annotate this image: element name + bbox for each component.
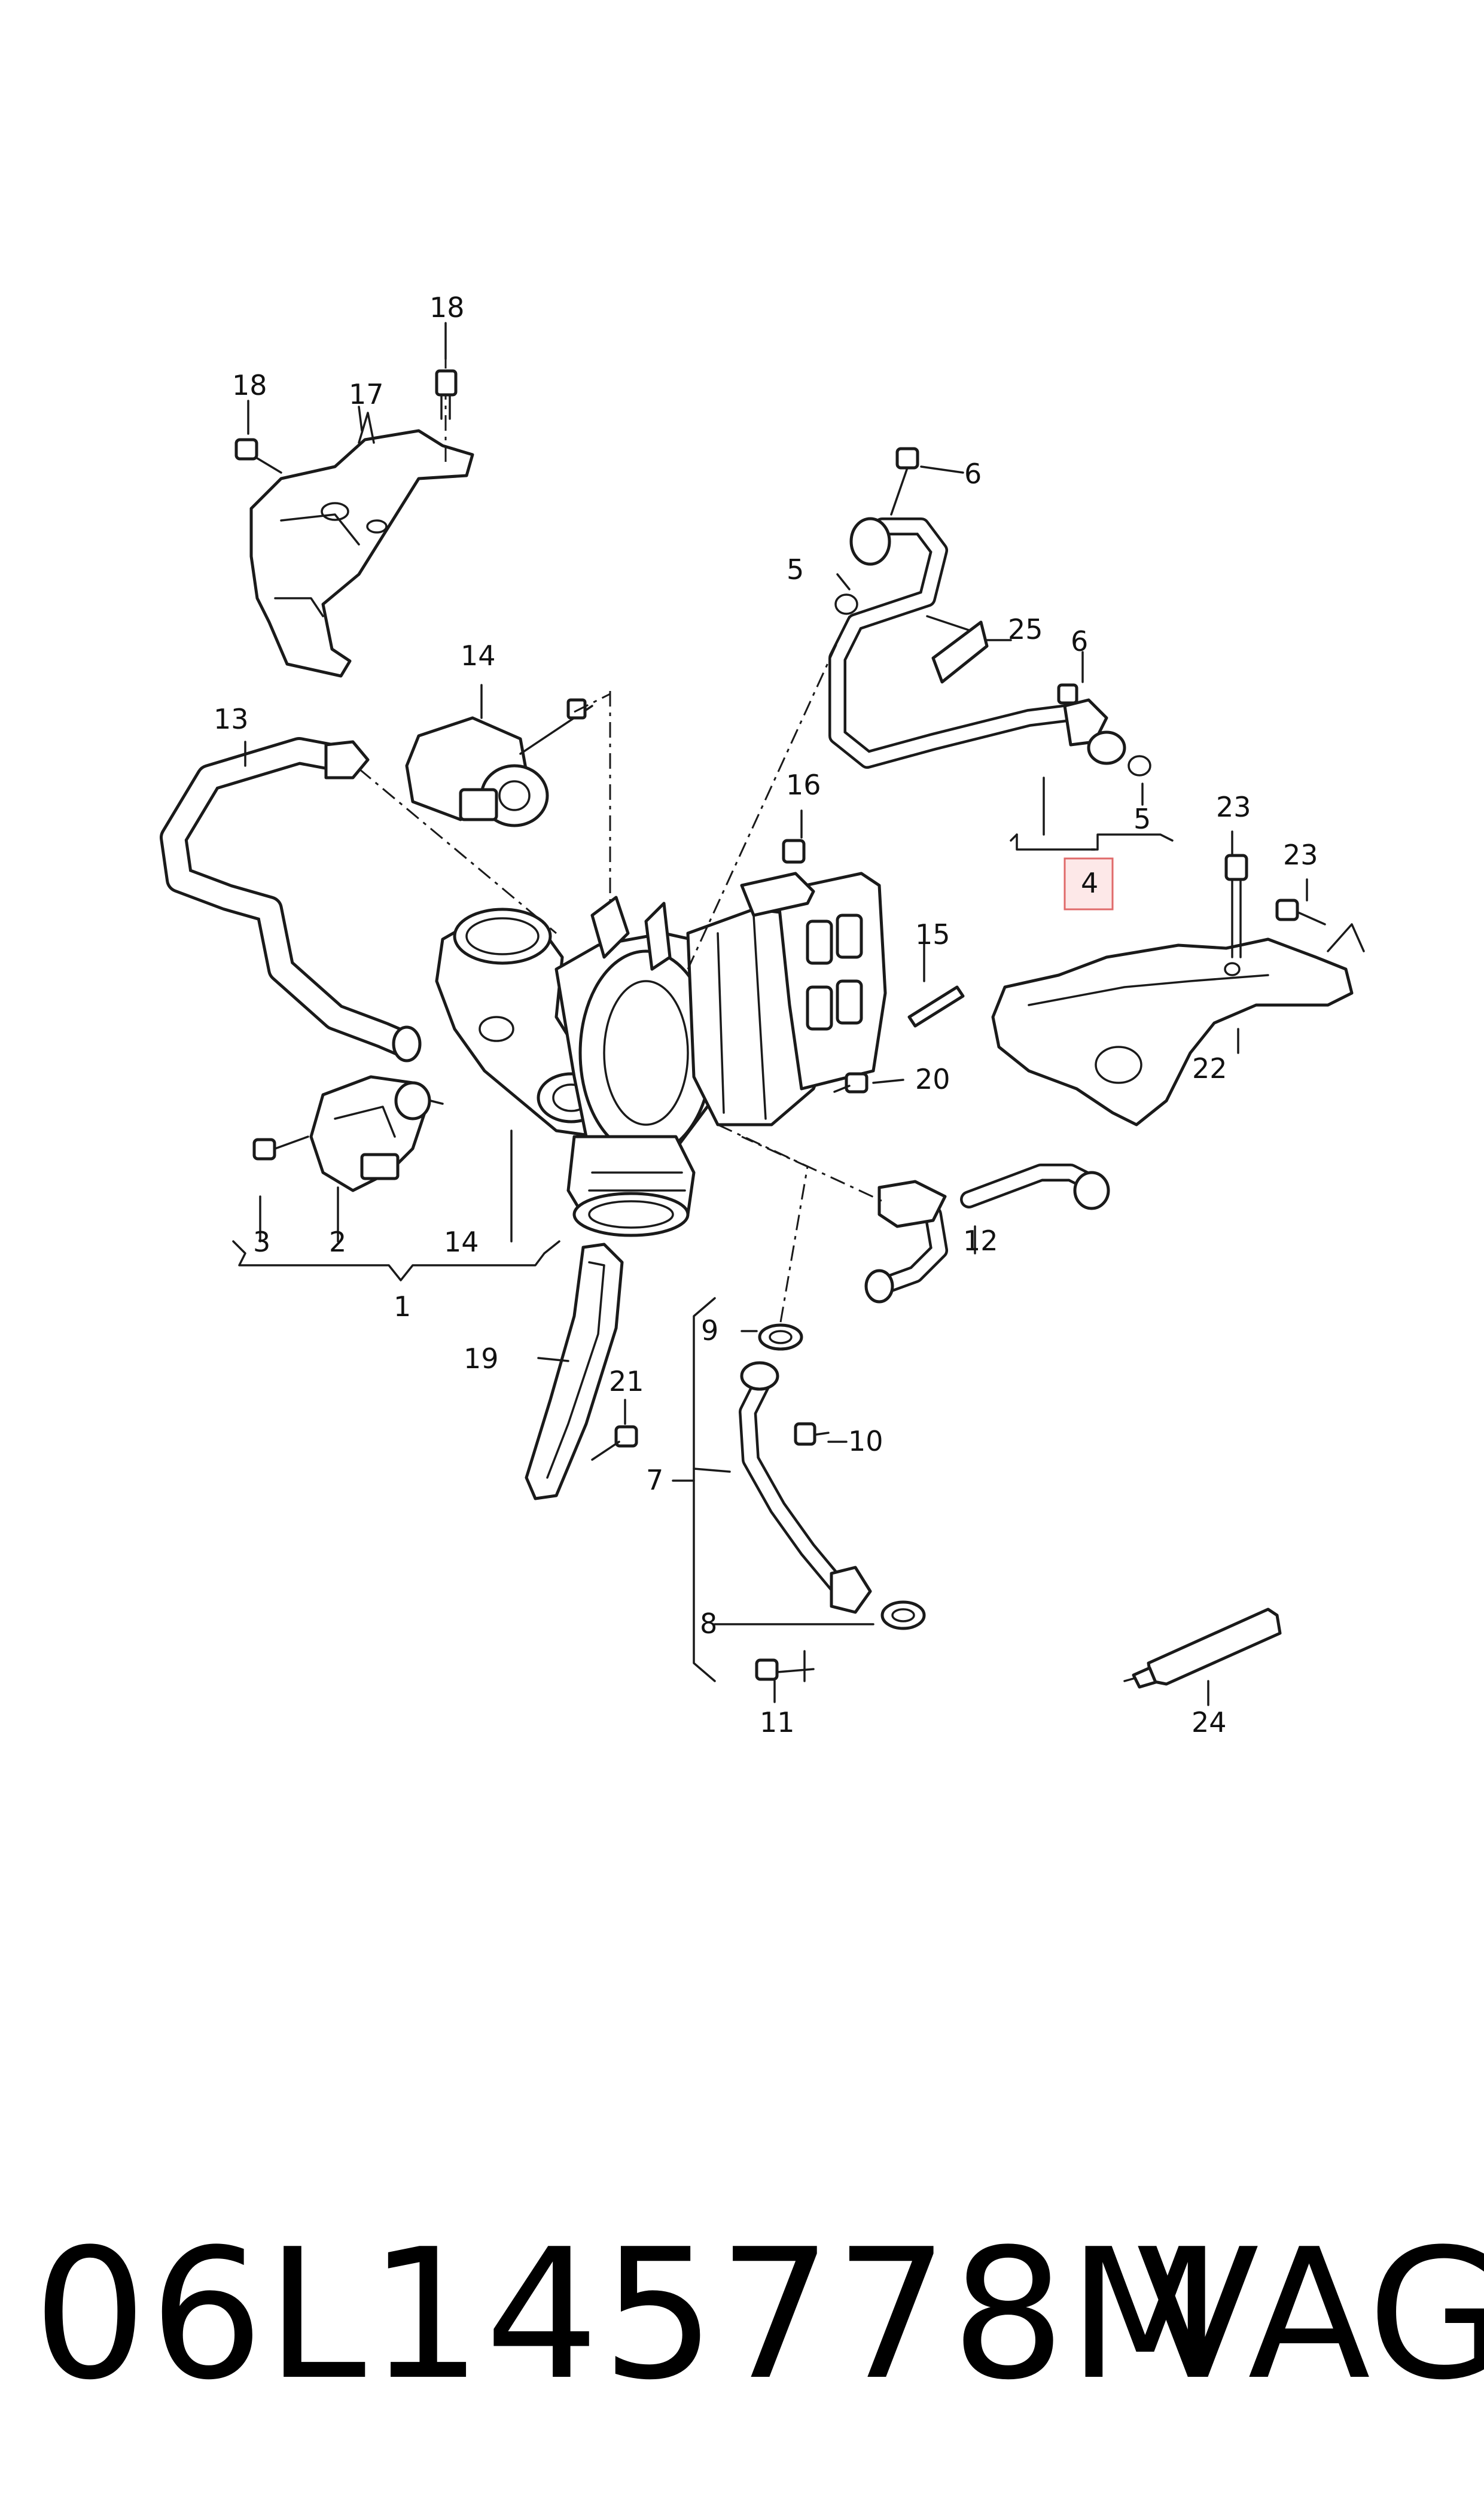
callout-4-highlight [1064,857,1114,911]
callout-15: 15 [915,918,950,951]
oil-supply-pipe-12 [717,1123,1110,1304]
callout-18-top: 18 [429,291,465,324]
callout-10: 10 [848,1425,883,1457]
oil-return-pipe-7 [739,1135,926,1681]
turbocharger-exploded-diagram: 18 18 17 6 5 25 14 6 13 16 5 23 23 4 15 … [160,291,1365,1738]
coolant-hose-13 [160,737,557,1062]
callout-1: 1 [394,1290,411,1323]
part-number-footer: 06L145778M VAG [0,2225,1484,2405]
callout-14-bottom: 14 [444,1226,479,1258]
callout-25: 25 [1008,613,1043,646]
callout-7: 7 [646,1464,663,1496]
sensor-16 [782,839,806,864]
callout-13: 13 [214,703,249,735]
callout-20: 20 [915,1063,950,1095]
bolt-3 [252,1135,309,1161]
callout-22: 22 [1192,1052,1227,1085]
leader-lines [232,322,1308,1706]
callout-14-top: 14 [461,640,496,672]
callout-12: 12 [963,1225,998,1257]
sealant-tube-24 [1123,1607,1282,1689]
oil-pipe-4 [687,447,1151,970]
callout-labels: 18 18 17 6 5 25 14 6 13 16 5 23 23 4 15 … [214,291,1318,1738]
callout-2: 2 [329,1226,346,1258]
callout-18-left: 18 [232,369,267,401]
callout-8: 8 [700,1607,717,1640]
callout-16: 16 [786,769,821,801]
callout-21: 21 [609,1365,644,1397]
heat-shield-22 [991,854,1365,1126]
gasket-19 [525,1243,624,1500]
callout-5-right: 5 [1133,803,1151,835]
brand-name: VAG [1136,2211,1484,2419]
actuator-14 [405,691,611,933]
callout-4: 4 [1081,867,1098,899]
callout-5-top: 5 [787,553,804,586]
solenoid-valve-2 [309,1075,444,1192]
part-number: 06L145778M [33,2211,1225,2419]
callout-11: 11 [760,1706,795,1738]
callout-23-right: 23 [1283,839,1318,871]
turbocharger-body [435,872,887,1237]
callout-6-right: 6 [1071,625,1088,657]
bolt-20 [833,1072,869,1094]
callout-3: 3 [253,1226,270,1258]
bracket-25 [931,620,989,684]
callout-6-top: 6 [964,458,982,490]
callout-23-top: 23 [1216,791,1251,823]
callout-9: 9 [701,1314,718,1347]
bolt-18-top [435,353,458,467]
callout-17: 17 [349,378,384,410]
heat-shield-17 [249,412,474,678]
bolt-21 [591,1425,638,1461]
callout-19: 19 [464,1342,499,1375]
stud-15 [907,985,965,1028]
bolt-18-left [234,438,282,474]
callout-24: 24 [1192,1706,1227,1738]
